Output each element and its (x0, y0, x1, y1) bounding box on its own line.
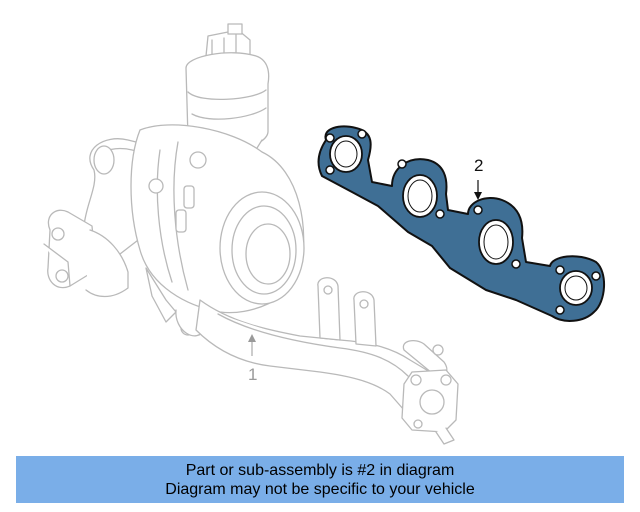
callout-number-2: 2 (474, 156, 484, 175)
callout-arrow-1 (248, 334, 256, 356)
callout-arrow-2 (474, 180, 482, 200)
callout-number-1: 1 (248, 365, 258, 384)
caption-line-1: Part or sub-assembly is #2 in diagram (185, 462, 455, 479)
parts-diagram (43, 23, 605, 445)
turbocharger-assembly (43, 23, 459, 445)
caption-line-2: Diagram may not be specific to your vehi… (165, 481, 475, 498)
caption-banner: Part or sub-assembly is #2 in diagram Di… (16, 456, 624, 503)
gasket-part-2 (317, 125, 605, 322)
